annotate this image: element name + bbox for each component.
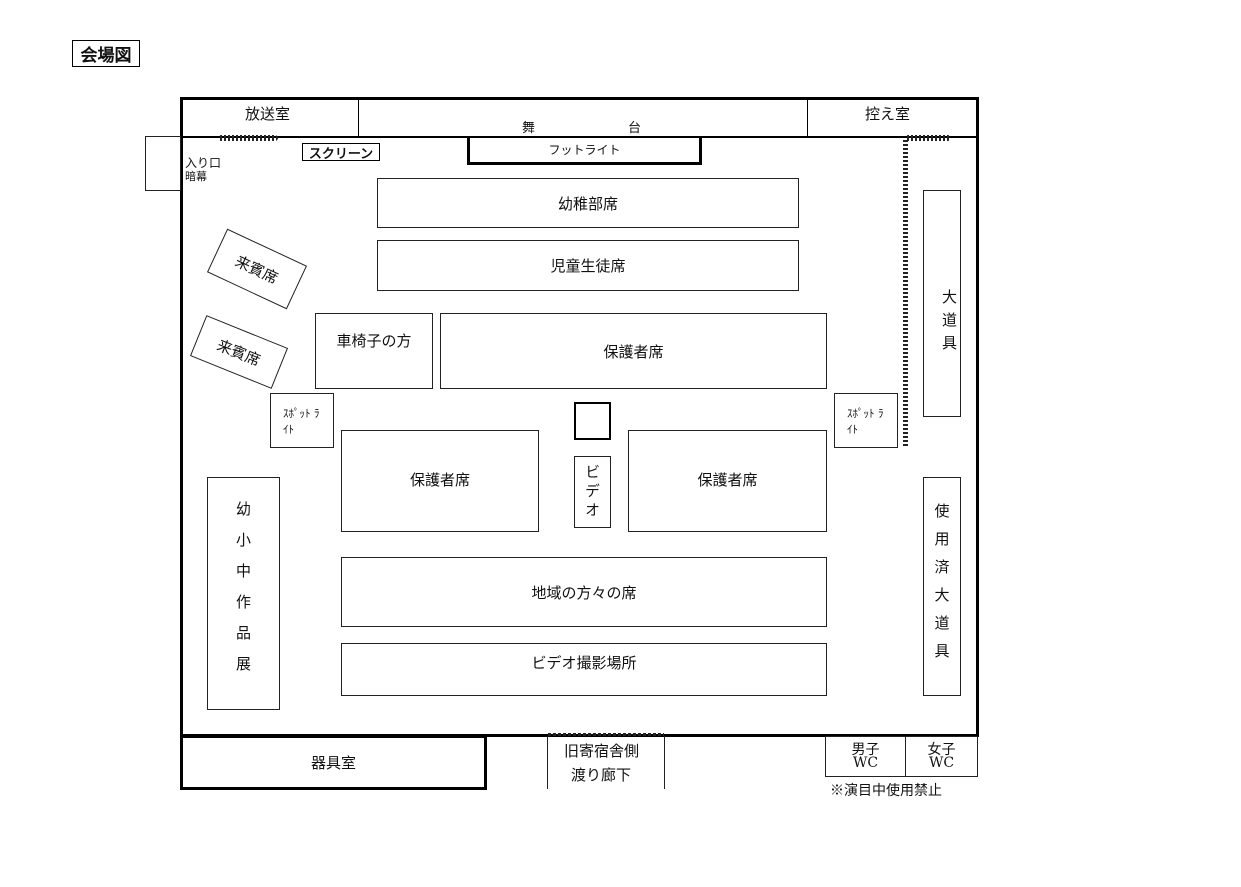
video-recording-area: ビデオ撮影場所 [341, 643, 827, 696]
waiting-room-label: 控え室 [865, 105, 911, 123]
broadcast-room [358, 97, 359, 137]
broadcast-room-label: 放送室 [245, 105, 291, 123]
parent-seats-top: 保護者席 [440, 313, 827, 389]
corridor-right-wall [664, 736, 665, 789]
footlight: フットライト [467, 136, 702, 165]
entrance-label: 入り口 [185, 156, 222, 170]
stage-label-2: 台 [628, 121, 642, 136]
restroom-note: ※演目中使用禁止 [830, 783, 942, 799]
stage-line [180, 136, 979, 138]
page-title: 会場図 [72, 40, 140, 67]
equipment-room: 器具室 [180, 735, 487, 790]
curtain-wave-right [905, 135, 951, 141]
entrance-box [145, 136, 181, 191]
exhibit-area: 幼小中作品展 [207, 477, 280, 710]
curtain-label: 暗幕 [185, 170, 207, 183]
spotlight-left: ｽﾎﾟｯﾄ ﾗｲﾄ [270, 393, 334, 448]
corridor-label-1: 旧寄宿舎側 [564, 742, 640, 760]
wheelchair-area: 車椅子の方 [315, 313, 433, 389]
parent-seats-left: 保護者席 [341, 430, 539, 532]
stage-label: 舞 [522, 121, 536, 136]
corridor-left-wall [547, 736, 548, 789]
spotlight-right: ｽﾎﾟｯﾄ ﾗｲﾄ [834, 393, 898, 448]
mens-restroom: 男子WC [825, 736, 906, 777]
curtain-wave-vertical [903, 138, 908, 446]
student-seats: 児童生徒席 [377, 240, 799, 291]
community-seats: 地域の方々の席 [341, 557, 827, 627]
parent-seats-right: 保護者席 [628, 430, 827, 532]
corridor-label-2: 渡り廊下 [571, 766, 632, 784]
womens-restroom: 女子WC [905, 736, 978, 777]
video-position: ビデオ [574, 456, 611, 528]
camera-stand [574, 402, 611, 440]
corridor-door [548, 733, 664, 736]
props-area: 大道具 [923, 190, 961, 417]
curtain-wave [218, 135, 278, 141]
screen: スクリーン [302, 143, 380, 162]
used-props-area: 使用済大道具 [923, 477, 961, 696]
waiting-room-divider [807, 97, 808, 137]
kindergarten-seats: 幼稚部席 [377, 178, 799, 228]
